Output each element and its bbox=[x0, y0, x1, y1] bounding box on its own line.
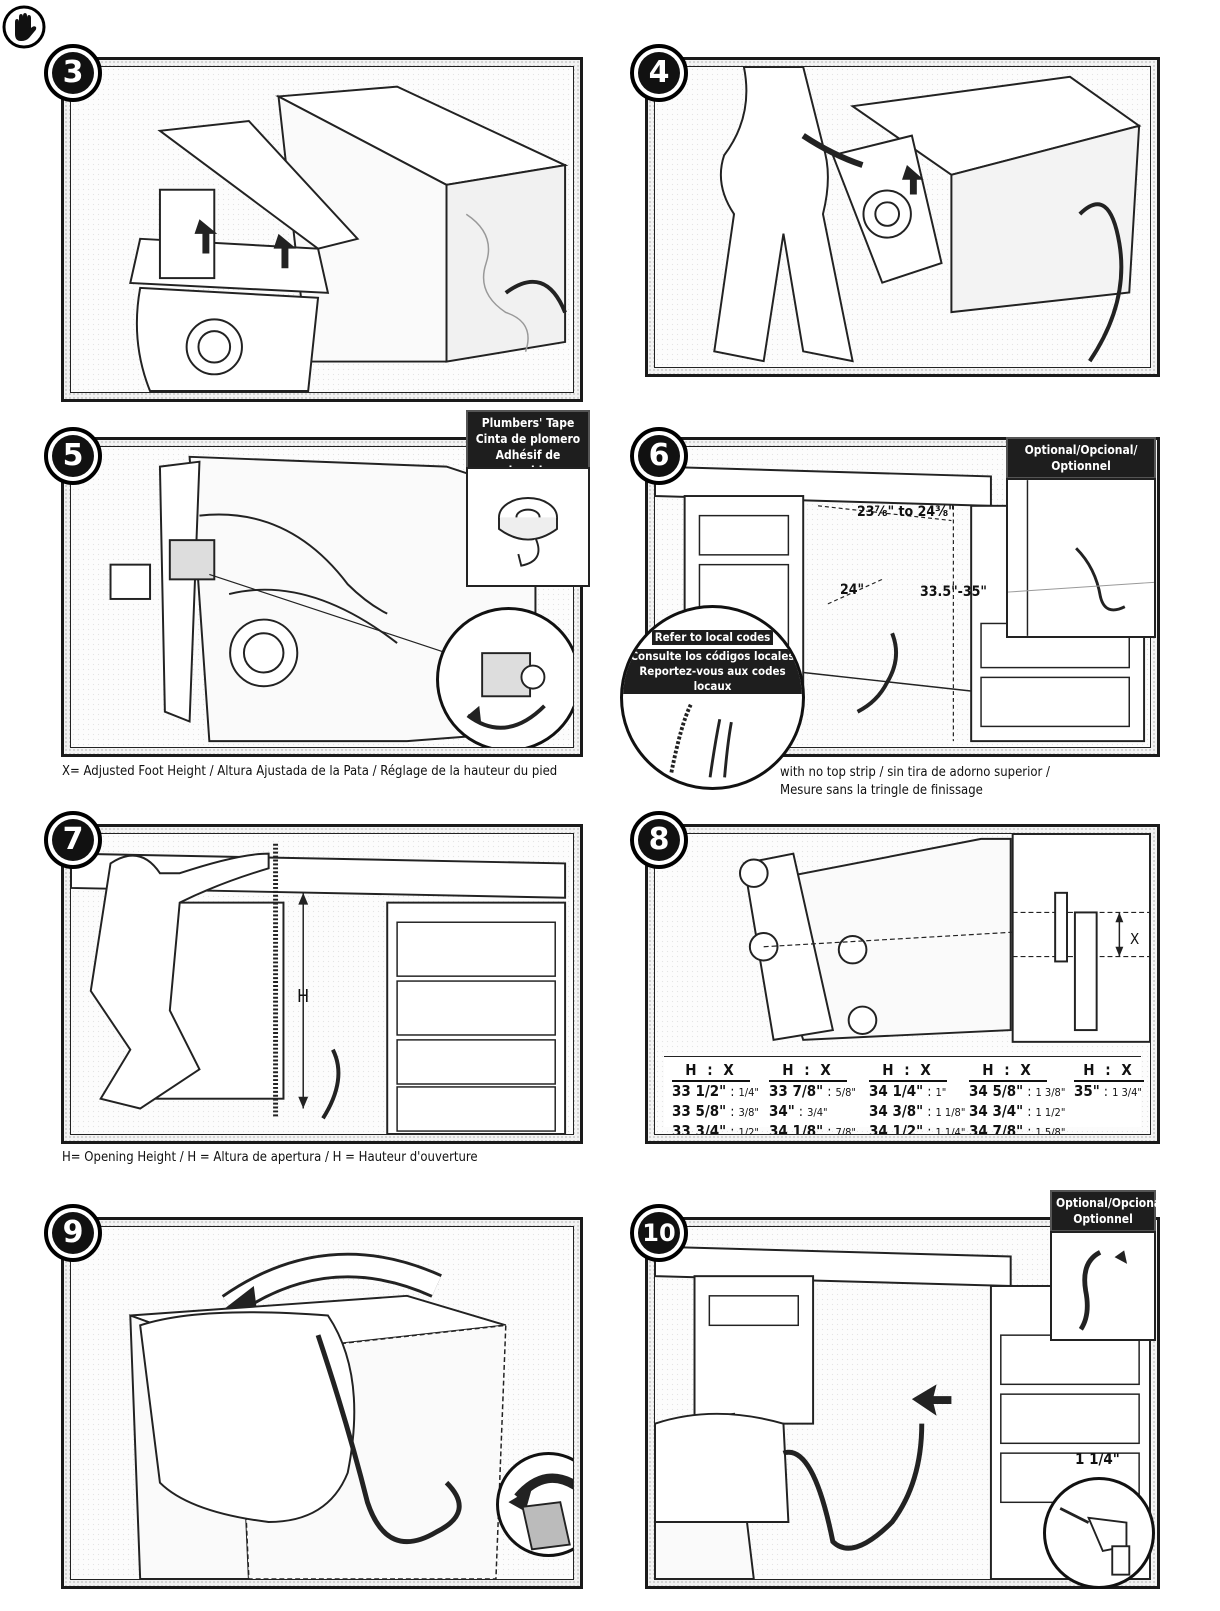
drill-circle bbox=[1043, 1477, 1155, 1589]
step-8-panel: X H : X 33 1/2" : 1/4" 33 5/8" : 3/8" 33… bbox=[645, 824, 1160, 1144]
step-4-illustration bbox=[713, 67, 1142, 363]
step-6-badge: 6 bbox=[630, 427, 688, 485]
step-8-badge: 8 bbox=[630, 811, 688, 869]
step-6-optional-tag: Optional/Opcional/ Optionnel bbox=[1006, 437, 1156, 479]
step-9-panel bbox=[61, 1217, 583, 1589]
plumbers-tape-inset bbox=[466, 467, 590, 587]
step-7-badge: 7 bbox=[44, 811, 102, 869]
step-7-caption: H= Opening Height / H = Altura de apertu… bbox=[62, 1150, 478, 1165]
step-3-panel bbox=[61, 57, 583, 402]
step-9-zoom-circle bbox=[496, 1452, 573, 1557]
step-7-h-label: H bbox=[297, 986, 310, 1007]
step-9-illustration bbox=[129, 1252, 507, 1579]
step-6-width-dim: 24" bbox=[840, 582, 865, 598]
step-10-optional-inset bbox=[1050, 1231, 1156, 1341]
h-x-column: H : X 34 5/8" : 1 3/8" 34 3/4" : 1 1/2" … bbox=[969, 1061, 1066, 1135]
hand-stop-icon bbox=[2, 5, 46, 49]
h-x-column: H : X 34 1/4" : 1" 34 3/8" : 1 1/8" 34 1… bbox=[869, 1061, 966, 1135]
step-8-x-label: X bbox=[1130, 930, 1140, 948]
step-6-height-dim: 33.5"-35" bbox=[920, 584, 987, 600]
step-8-illustration bbox=[738, 834, 1150, 1043]
step-9-badge: 9 bbox=[44, 1204, 102, 1262]
step-3-badge: 3 bbox=[44, 44, 102, 102]
h-x-column: H : X 35" : 1 3/4" bbox=[1074, 1061, 1150, 1102]
local-codes-circle: Refer to local codes Consulte los código… bbox=[620, 605, 805, 790]
step-4-badge: 4 bbox=[630, 44, 688, 102]
step-4-panel bbox=[645, 57, 1160, 377]
step-6-caption-line1: with no top strip / sin tira de adorno s… bbox=[780, 765, 1050, 780]
step-5-zoom-circle bbox=[436, 607, 573, 747]
step-6-optional-inset bbox=[1006, 478, 1156, 638]
step-5-caption: X= Adjusted Foot Height / Altura Ajustad… bbox=[62, 764, 558, 779]
step-7-illustration bbox=[71, 843, 567, 1134]
step-5-badge: 5 bbox=[44, 427, 102, 485]
h-x-table: H : X 33 1/2" : 1/4" 33 5/8" : 3/8" 33 3… bbox=[664, 1056, 1144, 1134]
step-10-optional-tag: Optional/Opcional/ Optionnel bbox=[1050, 1190, 1169, 1232]
drill-icon bbox=[1059, 1507, 1131, 1576]
step-6-depth-dim: 23⅞" to 24⅜" bbox=[857, 504, 955, 520]
step-7-panel: H bbox=[61, 824, 583, 1144]
tape-roll-icon bbox=[498, 497, 558, 567]
h-x-column: H : X 33 1/2" : 1/4" 33 5/8" : 3/8" 33 3… bbox=[672, 1061, 759, 1135]
h-x-column: H : X 33 7/8" : 5/8" 34" : 3/4" 34 1/8" … bbox=[769, 1061, 856, 1135]
drill-size-label: 1 1/4" bbox=[1075, 1450, 1120, 1468]
step-10-badge: 10 bbox=[630, 1204, 688, 1262]
step-6-caption-line2: Mesure sans la tringle de finissage bbox=[780, 783, 983, 798]
step-3-illustration bbox=[129, 85, 569, 392]
